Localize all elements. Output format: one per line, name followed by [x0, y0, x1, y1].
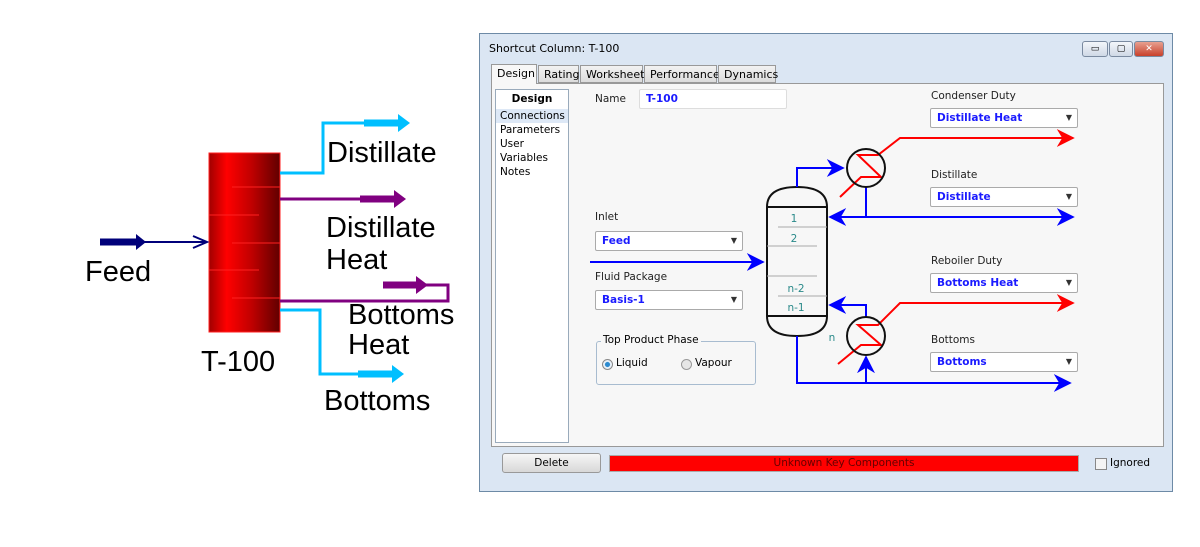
delete-button[interactable]: Delete — [502, 453, 601, 473]
distillate-select[interactable]: Distillate ▼ — [930, 187, 1078, 207]
bottoms-select[interactable]: Bottoms ▼ — [930, 352, 1078, 372]
ignored-label: Ignored — [1110, 457, 1151, 469]
name-label: Name — [595, 93, 626, 105]
chevron-down-icon: ▼ — [1065, 113, 1072, 122]
tab-dynamics[interactable]: Dynamics — [718, 65, 778, 83]
ignored-checkbox[interactable] — [1095, 458, 1107, 470]
sidebar-header: Design — [511, 93, 553, 105]
top-product-phase-group: Top Product Phase Liquid Vapour — [596, 334, 756, 385]
pfd-stream-bottoms[interactable] — [280, 308, 404, 383]
pfd-column-t100[interactable] — [208, 152, 281, 333]
close-button[interactable]: ✕ — [1134, 41, 1164, 57]
tab-performance[interactable]: Performance — [644, 65, 720, 83]
sidebar-item-parameters[interactable]: Parameters — [500, 124, 561, 136]
design-panel — [491, 83, 1164, 447]
pfd-label-column: T-100 — [201, 346, 276, 378]
window-title: Shortcut Column: T-100 — [489, 42, 620, 55]
pfd-label-distillate: Distillate — [327, 137, 437, 169]
inlet-select[interactable]: Feed ▼ — [595, 231, 743, 251]
sidebar-item-user-variables[interactable]: User Variables — [500, 138, 548, 164]
sidebar-item-connections[interactable]: Connections — [496, 109, 568, 123]
minimize-button[interactable]: ▭ — [1082, 41, 1108, 57]
pfd-stream-bottoms-heat[interactable] — [280, 276, 450, 303]
reboiler-duty-value: Bottoms Heat — [937, 277, 1019, 289]
tab-design[interactable]: Design — [491, 64, 537, 84]
bottoms-value: Bottoms — [937, 356, 987, 368]
pfd-label-distillate-heat-2: Heat — [326, 244, 388, 276]
name-input[interactable]: T-100 — [639, 89, 787, 109]
pfd-label-feed: Feed — [85, 256, 152, 288]
radio-vapour-label: Vapour — [695, 357, 732, 369]
distillate-value: Distillate — [937, 191, 991, 203]
chevron-down-icon: ▼ — [1065, 278, 1072, 287]
fluid-package-select[interactable]: Basis-1 ▼ — [595, 290, 743, 310]
bottoms-label: Bottoms — [931, 334, 975, 346]
distillate-label: Distillate — [931, 169, 978, 181]
chevron-down-icon: ▼ — [1065, 357, 1072, 366]
fluid-package-value: Basis-1 — [602, 294, 645, 306]
radio-liquid[interactable] — [602, 359, 613, 370]
tab-worksheet[interactable]: Worksheet — [580, 65, 644, 83]
chevron-down-icon: ▼ — [730, 236, 737, 245]
condenser-duty-label: Condenser Duty — [931, 90, 1016, 102]
radio-vapour[interactable] — [681, 359, 692, 370]
inlet-label: Inlet — [595, 211, 619, 223]
pfd-stream-distillate[interactable] — [280, 114, 410, 175]
chevron-down-icon: ▼ — [730, 295, 737, 304]
pfd-label-bottoms-heat-2: Heat — [348, 329, 410, 361]
design-sidebar: Design Connections Parameters User Varia… — [495, 89, 569, 443]
tab-rating[interactable]: Rating — [538, 65, 579, 83]
pfd-stream-distillate-heat[interactable] — [280, 190, 406, 208]
top-product-phase-label: Top Product Phase — [601, 334, 701, 346]
fluid-package-label: Fluid Package — [595, 271, 668, 283]
chevron-down-icon: ▼ — [1065, 192, 1072, 201]
pfd-label-bottoms-heat-1: Bottoms — [348, 299, 455, 331]
inlet-value: Feed — [602, 235, 631, 247]
condenser-duty-value: Distillate Heat — [937, 112, 1023, 124]
shortcut-column-window: Shortcut Column: T-100 ▭ ▢ ✕ Design Rati… — [479, 33, 1173, 492]
pfd-label-distillate-heat-1: Distillate — [326, 212, 436, 244]
maximize-button[interactable]: ▢ — [1109, 41, 1133, 57]
radio-liquid-label: Liquid — [616, 357, 648, 369]
status-bar: Unknown Key Components — [609, 455, 1079, 472]
reboiler-duty-label: Reboiler Duty — [931, 255, 1003, 267]
pfd-label-bottoms: Bottoms — [324, 385, 431, 417]
reboiler-duty-select[interactable]: Bottoms Heat ▼ — [930, 273, 1078, 293]
condenser-duty-select[interactable]: Distillate Heat ▼ — [930, 108, 1078, 128]
sidebar-item-notes[interactable]: Notes — [500, 166, 531, 178]
pfd-stream-feed[interactable] — [100, 234, 210, 250]
